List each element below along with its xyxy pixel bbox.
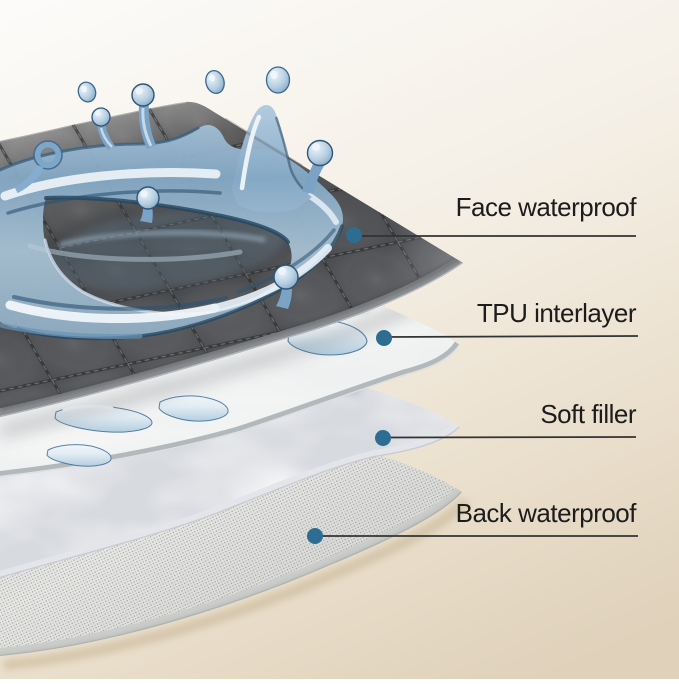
svg-text:TPU interlayer: TPU interlayer	[477, 298, 637, 328]
svg-text:Face waterproof: Face waterproof	[456, 192, 638, 222]
svg-text:Soft filler: Soft filler	[540, 399, 636, 429]
svg-text:Back waterproof: Back waterproof	[456, 498, 638, 528]
